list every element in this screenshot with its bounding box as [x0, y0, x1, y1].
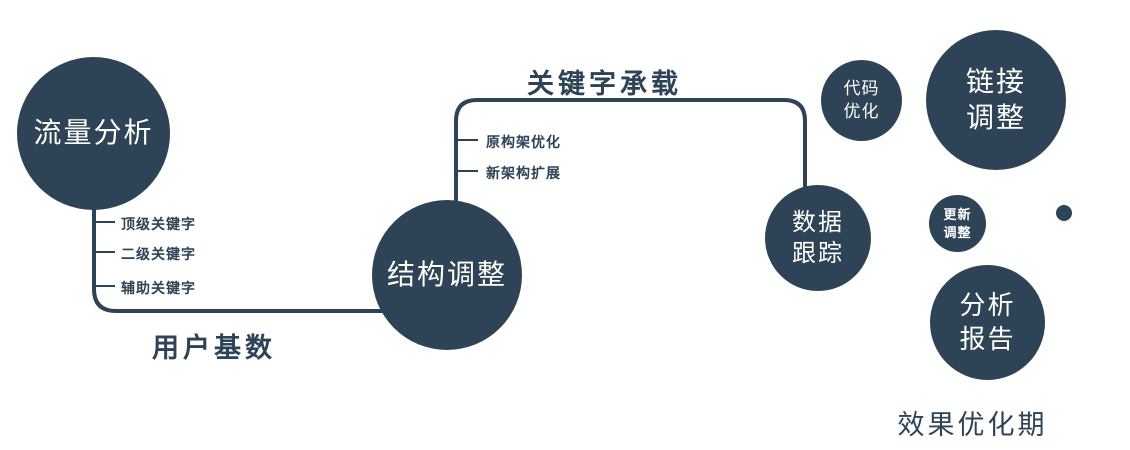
tick-label-aux-keywords: 辅助关键字	[121, 280, 196, 296]
node-code-optimization: 代码 优化	[821, 60, 902, 141]
node-label-line2: 调整	[965, 102, 1026, 133]
node-label-line1: 代码	[843, 79, 880, 99]
node-data-tracking: 数据 跟踪	[765, 185, 871, 291]
connector-structure-to-tracking	[454, 98, 807, 275]
node-label-line1: 分析	[959, 289, 1016, 320]
tick-label-second-keywords: 二级关键字	[121, 246, 196, 262]
node-structure-adjustment: 结构调整	[372, 200, 522, 350]
edge-label-user-base: 用户基数	[152, 333, 276, 363]
edge-label-keyword-bearing: 关键字承载	[527, 69, 682, 99]
node-label: 结构调整	[386, 258, 507, 290]
bullet-dot	[1056, 205, 1072, 221]
node-label: 流量分析	[33, 117, 154, 149]
connector-traffic-to-structure	[92, 185, 447, 313]
node-label-line2: 调整	[943, 224, 972, 240]
tick-label-arch-expansion: 新架构扩展	[486, 165, 561, 181]
node-update-adjustment: 更新 调整	[929, 195, 986, 252]
tick-label-top-keywords: 顶级关键字	[121, 216, 196, 232]
node-analysis-report: 分析 报告	[930, 265, 1045, 380]
node-traffic-analysis: 流量分析	[17, 57, 170, 210]
tick-label-arch-optimization: 原构架优化	[486, 134, 561, 150]
node-label-line1: 更新	[943, 206, 972, 222]
phase-label: 效果优化期	[897, 410, 1048, 440]
node-link-adjustment: 链接 调整	[926, 30, 1066, 170]
node-label-line2: 跟踪	[792, 240, 844, 267]
node-label-line2: 优化	[843, 101, 880, 121]
node-label-line2: 报告	[959, 323, 1016, 354]
node-label-line1: 数据	[792, 208, 844, 236]
node-label-line1: 链接	[965, 65, 1026, 97]
